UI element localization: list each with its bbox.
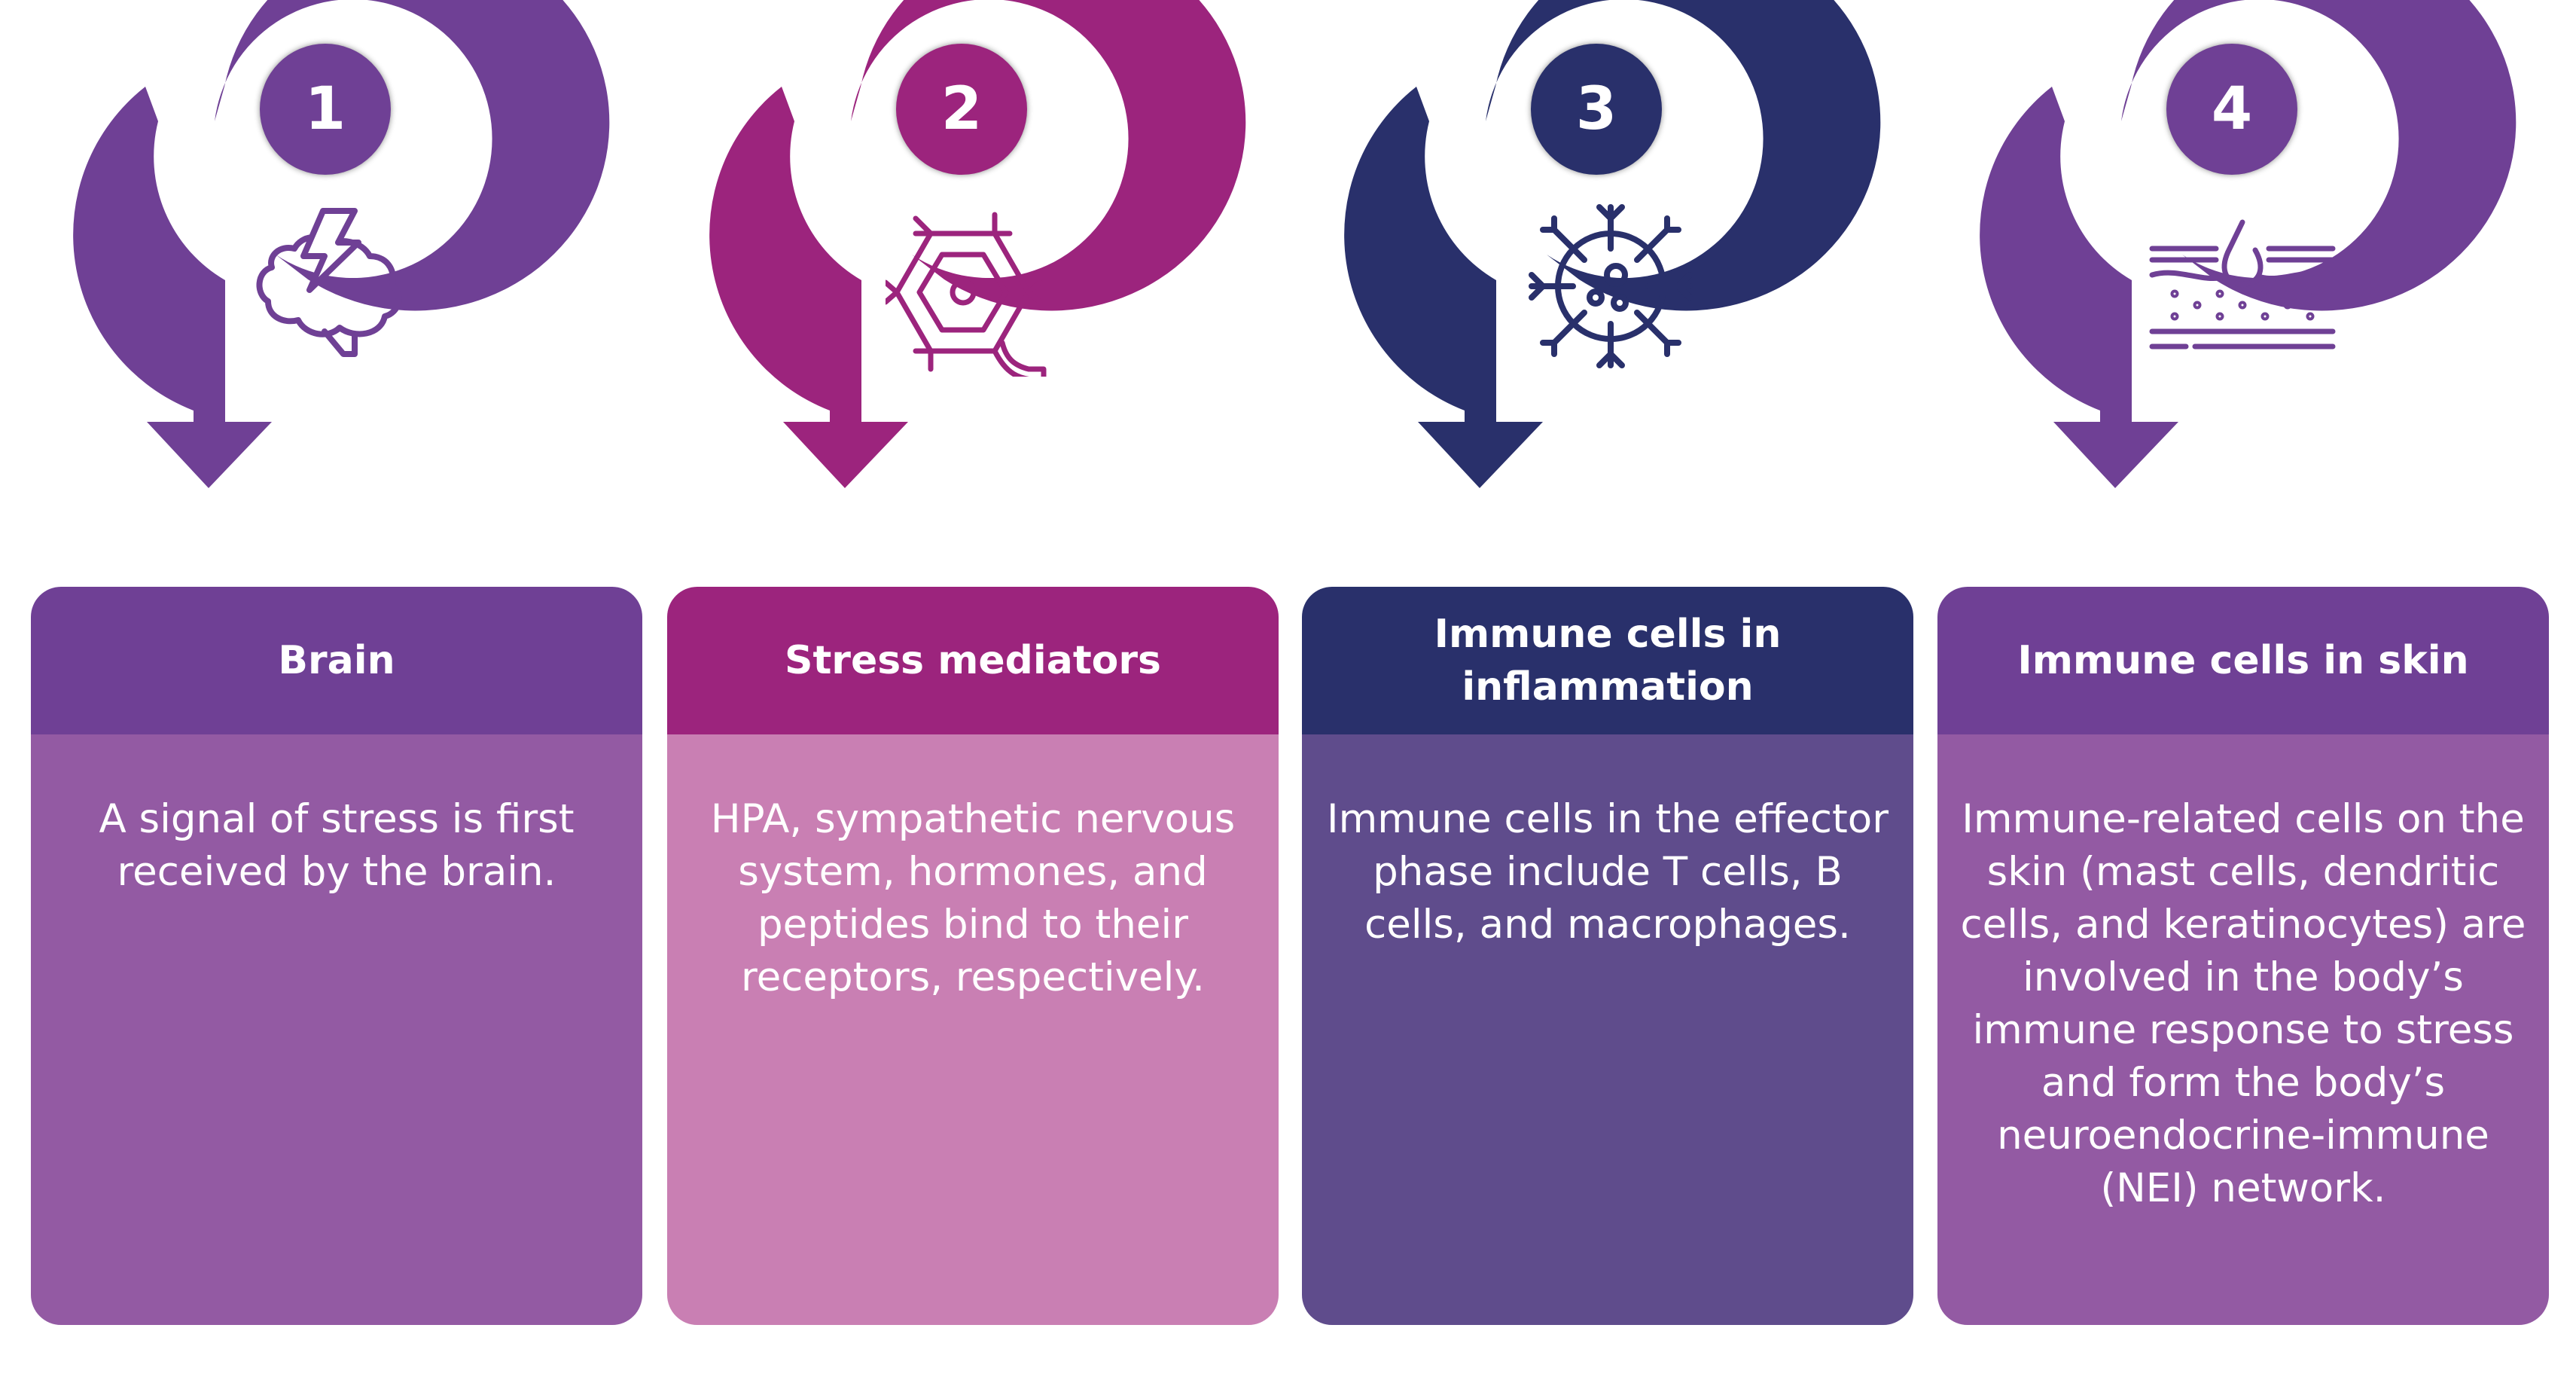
step-4: 4 Immune cells in skin Immune-related ce…: [1937, 0, 2549, 1389]
step-card: Immune cells in inflammation Immune cell…: [1302, 587, 1913, 1325]
skin-layers-drop-icon: [2148, 218, 2337, 369]
step-title: Immune cells in inflammation: [1302, 587, 1913, 734]
step-3: 3 Immune cells in inflammation Immune ce…: [1302, 0, 1913, 1389]
cycle-arrow: [1937, 0, 2549, 588]
step-description: Immune-related cells on the skin (mast c…: [1937, 734, 2549, 1325]
brain-lightning-icon: [249, 203, 415, 369]
step-number-badge: 2: [896, 44, 1027, 175]
step-description: A signal of stress is first received by …: [31, 734, 642, 1325]
step-1: 1 Brain A signal of stress is first rece…: [31, 0, 642, 1389]
step-number-badge: 3: [1531, 44, 1662, 175]
step-card: Brain A signal of stress is first receiv…: [31, 587, 642, 1325]
step-number-badge: 1: [260, 44, 391, 175]
neuron-cell-icon: [883, 211, 1059, 383]
step-title: Stress mediators: [667, 587, 1279, 734]
cycle-arrow-shape: [73, 0, 610, 488]
step-2: 2 Stress mediators HPA, sympathetic nerv…: [667, 0, 1279, 1389]
step-card: Stress mediators HPA, sympathetic nervou…: [667, 587, 1279, 1325]
step-description: HPA, sympathetic nervous system, hormone…: [667, 734, 1279, 1325]
step-number-badge: 4: [2166, 44, 2297, 175]
immune-cell-icon: [1528, 203, 1693, 369]
cycle-arrow: [31, 0, 642, 588]
step-card: Immune cells in skin Immune-related cell…: [1937, 587, 2549, 1325]
step-title: Immune cells in skin: [1937, 587, 2549, 734]
step-title: Brain: [31, 587, 642, 734]
cycle-arrow: [667, 0, 1279, 588]
cycle-arrow: [1302, 0, 1913, 588]
step-description: Immune cells in the effector phase inclu…: [1302, 734, 1913, 1325]
